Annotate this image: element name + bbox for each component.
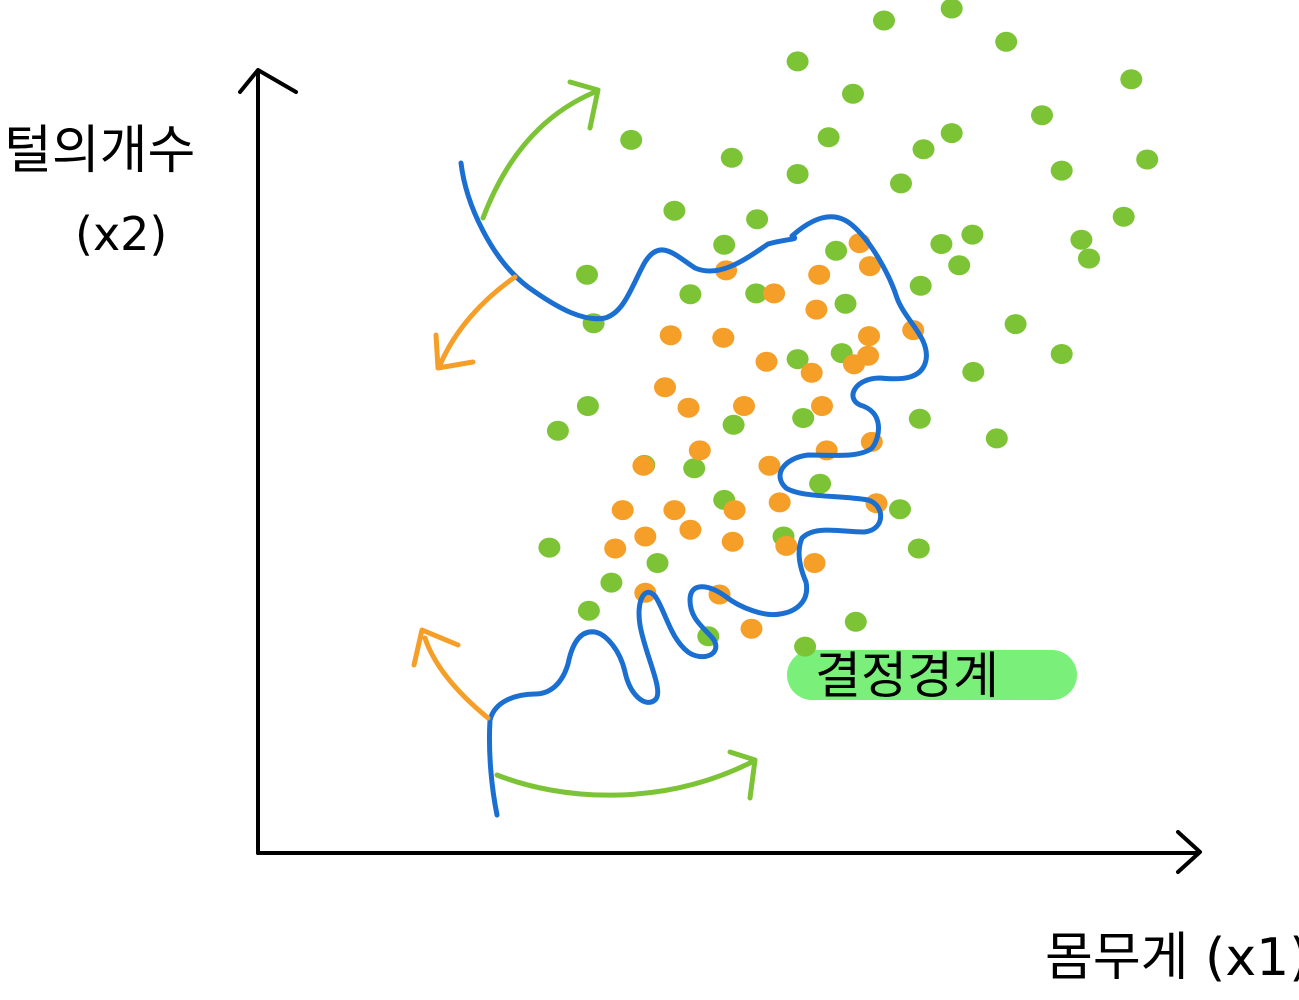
class-a-point <box>844 611 867 632</box>
class-b-point <box>800 362 823 383</box>
class-a-point <box>995 31 1018 52</box>
class-b-point <box>858 326 880 347</box>
class-b-point <box>858 256 881 277</box>
class-a-point <box>538 537 561 558</box>
class-a-point <box>948 255 971 276</box>
class-b-point <box>659 325 682 346</box>
class-a-point <box>890 173 912 194</box>
class-a-point <box>792 408 815 428</box>
class-a-point <box>912 139 935 160</box>
class-b-point <box>805 299 828 320</box>
class-a-point <box>620 129 643 150</box>
class-b-point <box>604 538 627 559</box>
class-a-point <box>909 275 932 296</box>
class-a-point <box>546 420 569 441</box>
class-a-point <box>683 458 706 479</box>
class-b-point <box>723 500 746 521</box>
class-a-point <box>940 0 963 19</box>
class-b-point <box>679 519 702 540</box>
class-a-point <box>842 83 864 104</box>
class-a-point <box>889 499 911 520</box>
class-a-point <box>713 234 736 255</box>
class-b-point <box>857 345 880 366</box>
class-a-point <box>1070 229 1093 250</box>
class-a-point <box>825 240 848 261</box>
axes <box>238 68 1202 874</box>
class-a-point <box>809 473 832 494</box>
class-a-point <box>1031 105 1053 126</box>
orange-swing-arrow-icon <box>433 274 518 371</box>
class-a-point <box>746 209 769 230</box>
class-a-point <box>745 283 768 304</box>
class-b-point <box>721 531 744 552</box>
y-axis-label-symbol: (x2) <box>75 207 167 261</box>
green-swing-arrow-icon <box>480 79 601 221</box>
green-bottom-arrow-icon <box>494 749 758 801</box>
y-axis-arrow-icon <box>238 68 298 94</box>
class-b-point <box>803 553 826 573</box>
decision-boundary-curve <box>458 160 929 818</box>
class-b-point <box>740 618 763 639</box>
class-a-point <box>646 553 669 573</box>
class-a-point <box>577 600 600 621</box>
class-a-point <box>786 51 809 72</box>
decision-boundary-label: 결정경계 <box>815 647 999 705</box>
class-a-point <box>786 349 809 370</box>
orange-swing-arrow-icon-lower <box>411 627 491 721</box>
class-a-point <box>794 636 817 657</box>
class-a-point <box>908 408 931 429</box>
series-class-a <box>538 0 1159 657</box>
class-b-point <box>775 535 798 556</box>
class-a-point <box>786 164 809 184</box>
class-a-point <box>1004 314 1027 335</box>
y-axis-label: 털의개수 <box>4 121 195 181</box>
class-a-point <box>962 361 985 382</box>
class-a-point <box>576 264 598 285</box>
class-a-point <box>663 200 686 221</box>
class-a-point <box>722 414 745 435</box>
class-b-point <box>763 283 786 304</box>
class-b-point <box>634 526 657 547</box>
class-b-point <box>808 264 831 285</box>
class-b-point <box>758 455 781 476</box>
class-a-point <box>600 572 623 593</box>
class-a-point <box>930 234 953 254</box>
class-b-point <box>677 397 700 418</box>
class-a-point <box>961 224 984 245</box>
class-a-point <box>940 123 963 144</box>
class-a-point <box>1050 160 1073 181</box>
class-a-point <box>985 428 1008 449</box>
class-a-point <box>576 396 599 416</box>
class-a-point <box>834 293 857 314</box>
class-b-point <box>768 492 791 513</box>
class-a-point <box>873 10 895 31</box>
class-a-point <box>907 538 930 559</box>
class-a-point <box>720 147 743 168</box>
class-a-point <box>817 127 840 148</box>
class-a-point <box>1136 149 1159 170</box>
class-a-point <box>1112 206 1135 227</box>
class-b-point <box>712 327 735 348</box>
class-b-point <box>654 377 676 398</box>
class-b-point <box>611 500 634 521</box>
class-a-point <box>1078 248 1100 269</box>
class-a-point <box>679 284 702 305</box>
class-b-point <box>663 500 686 521</box>
x-axis-arrow-icon <box>1176 830 1202 874</box>
class-b-point <box>632 455 655 476</box>
class-b-point <box>755 351 778 372</box>
class-a-point <box>1120 69 1143 90</box>
class-b-point <box>733 396 755 416</box>
class-a-point <box>1050 344 1073 364</box>
class-b-point <box>811 396 833 416</box>
class-b-point <box>688 440 711 461</box>
x-axis-label: 몸무게 (x1) <box>1045 928 1299 988</box>
